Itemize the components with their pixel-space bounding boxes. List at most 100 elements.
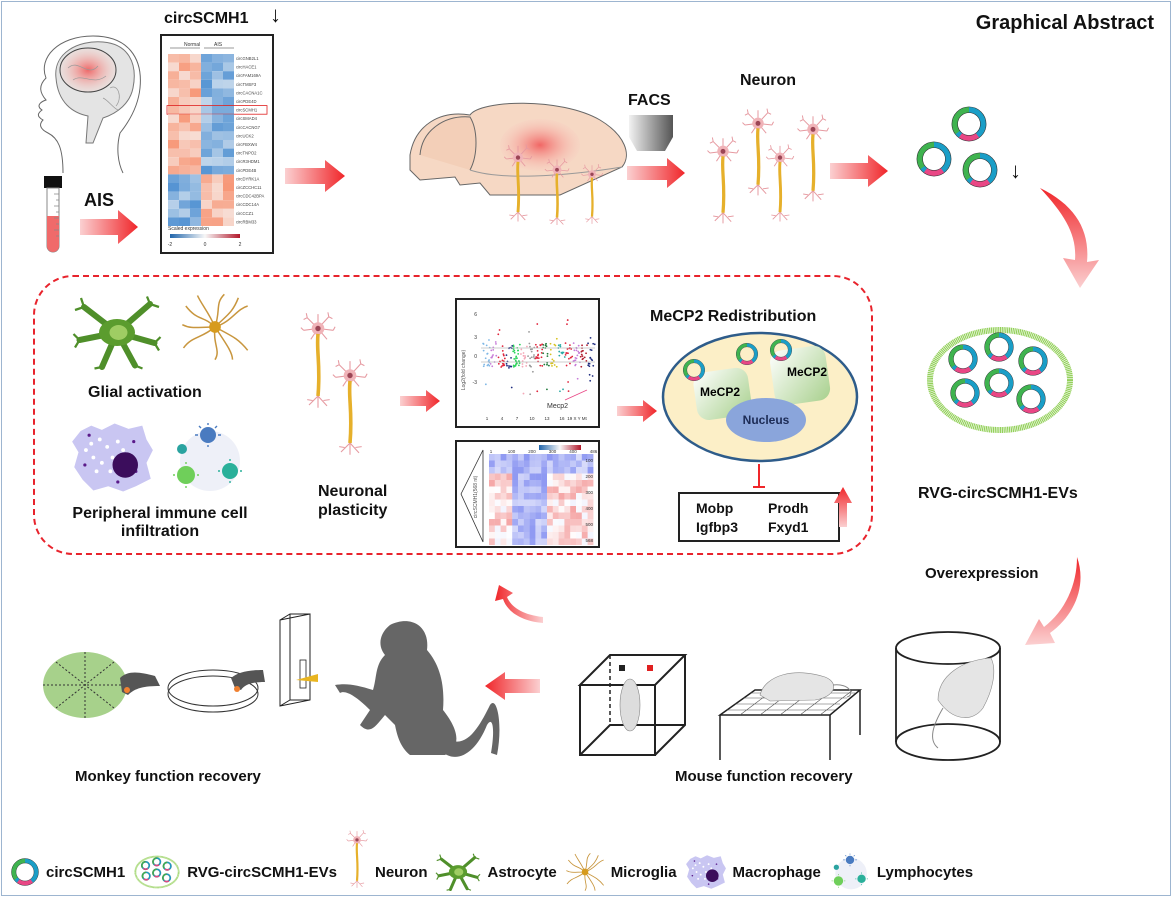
data-point (501, 349, 504, 352)
heatmap-cell (212, 97, 223, 106)
binding-cell (512, 480, 518, 487)
legend-item-lymphocytes: Lymphocytes (829, 853, 973, 891)
data-point (517, 352, 520, 355)
cylinder-task-icon (895, 631, 1001, 761)
data-point (536, 323, 539, 325)
binding-cell (529, 532, 536, 539)
binding-cell (558, 499, 565, 506)
binding-cell (547, 460, 553, 467)
binding-cell (495, 532, 501, 539)
mecp2-cell-illustration: MeCP2 MeCP2 Nucleus (661, 331, 859, 463)
data-point (559, 390, 561, 393)
heatmap-cell (168, 97, 179, 106)
heatmap-cell (190, 140, 201, 149)
data-point (542, 352, 545, 355)
gene-row-label: circCDC42BPA (236, 194, 265, 199)
binding-cell (581, 519, 588, 526)
ev-label: RVG-circSCMH1-EVs (918, 485, 1078, 502)
binding-cell (523, 486, 530, 493)
y-tick: 300 (585, 490, 593, 495)
binding-cell (541, 538, 547, 545)
binding-cell (558, 532, 565, 539)
heatmap-cell (168, 71, 179, 80)
binding-cell (523, 525, 530, 532)
binding-cell (587, 538, 594, 545)
overexpression-label: Overexpression (925, 565, 1039, 582)
binding-cell (552, 532, 559, 539)
heatmap-cell (179, 131, 190, 140)
heatmap-cell (179, 62, 190, 72)
binding-cell (558, 467, 565, 474)
monkey-recovery-label: Monkey function recovery (75, 768, 261, 785)
heatmap-cell (168, 165, 179, 175)
curved-arrow-down-icon (1040, 188, 1099, 288)
data-point (505, 362, 508, 365)
binding-cell (541, 532, 547, 539)
binding-cell (587, 454, 594, 461)
heatmap-cell (190, 114, 201, 123)
y-tick: 400 (585, 506, 593, 511)
binding-cell (494, 454, 501, 461)
binding-cell (581, 538, 588, 545)
heatmap-cell (223, 140, 234, 149)
data-point (530, 356, 533, 359)
binding-cell (489, 532, 495, 539)
binding-cell (518, 512, 524, 519)
binding-cell (529, 473, 536, 480)
scale-tick: -2 (168, 242, 173, 248)
binding-cell (564, 519, 571, 526)
data-point (587, 364, 590, 367)
data-point (502, 353, 505, 356)
neurons-plasticity-illustration (300, 300, 368, 457)
data-point (551, 358, 554, 361)
glial-activation-label: Glial activation (88, 384, 202, 401)
binding-scale-bar (539, 445, 581, 450)
data-point (515, 363, 517, 366)
binding-cell (547, 486, 553, 493)
heatmap-cell (223, 165, 234, 175)
heatmap-cell (179, 183, 190, 192)
data-point (555, 365, 558, 368)
heatmap-cell (190, 165, 201, 175)
heatmap-cell (168, 122, 179, 132)
gene-row-label: circCACNA1C (236, 90, 263, 95)
binding-cell (535, 460, 542, 467)
binding-cell (518, 473, 524, 480)
binding-cell (581, 473, 588, 480)
x-tick: 7 (516, 416, 519, 421)
data-point (545, 342, 547, 345)
heatmap-cell (168, 191, 179, 201)
binding-cell (570, 480, 576, 487)
heatmap-cell (201, 183, 212, 192)
binding-cell (587, 506, 594, 513)
data-point (558, 354, 561, 357)
binding-cell (512, 454, 518, 461)
binding-cell (500, 493, 507, 500)
x-tick: 19 X Y Mt (567, 416, 587, 421)
binding-cell (541, 499, 547, 506)
binding-cell (506, 467, 513, 474)
data-point (546, 352, 549, 355)
legend-item-evs: RVG-circSCMH1-EVs (133, 855, 337, 889)
binding-cell (570, 467, 576, 474)
binding-cell (576, 467, 582, 474)
data-point (569, 362, 571, 365)
binding-cell (512, 506, 518, 513)
binding-cell (489, 487, 495, 494)
arrow-right-icon (617, 400, 657, 422)
heatmap-cell (201, 208, 212, 218)
data-point (483, 363, 486, 366)
data-point (541, 343, 544, 346)
binding-cell (523, 532, 530, 539)
binding-cell (581, 460, 588, 467)
binding-cell (564, 460, 571, 467)
facs-nozzle-icon (629, 115, 673, 151)
binding-cell (529, 499, 536, 506)
heatmap-cell (190, 157, 201, 166)
data-point (559, 345, 562, 348)
data-point (500, 366, 503, 368)
x-tick: 1 (486, 416, 489, 421)
y-tick: 100 (585, 458, 593, 463)
